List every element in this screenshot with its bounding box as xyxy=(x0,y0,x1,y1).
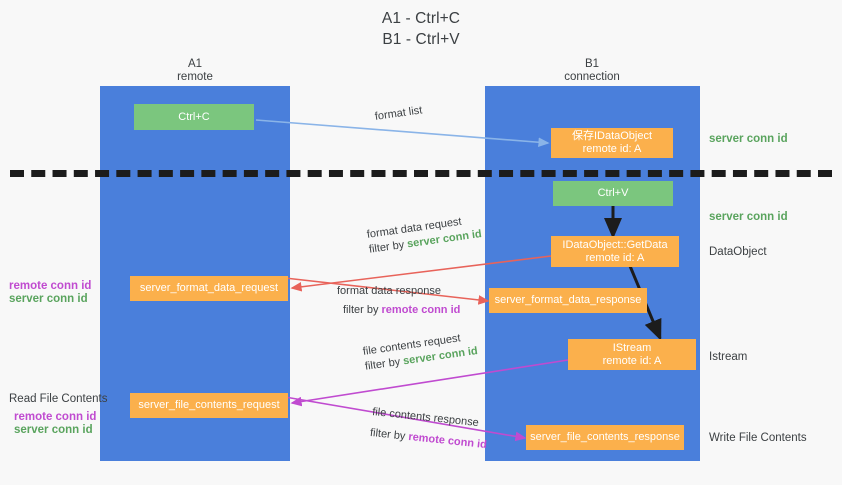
box-server-format-data-response[interactable]: server_format_data_response xyxy=(489,288,647,313)
box-ctrl-c[interactable]: Ctrl+C xyxy=(134,104,254,130)
box-istream-label: IStream xyxy=(612,341,652,354)
edge-label-file-contents-request: file contents request filter by server c… xyxy=(362,329,479,375)
label-server-conn-id-top: server conn id xyxy=(709,133,788,145)
label-read-file-contents: Read File Contents xyxy=(9,393,108,405)
label-dataobject: DataObject xyxy=(709,246,767,258)
column-a1-name: A1 xyxy=(187,58,203,70)
box-server-format-data-request-label: server_format_data_request xyxy=(139,282,279,294)
box-idataobject-getdata-sub: remote id: A xyxy=(585,251,645,264)
label-server-conn-id-upper: server conn id xyxy=(9,293,88,305)
page-title: A1 - Ctrl+C B1 - Ctrl+V xyxy=(0,8,842,50)
box-server-file-contents-response[interactable]: server_file_contents_response xyxy=(526,425,684,450)
title-line-1: A1 - Ctrl+C xyxy=(381,10,461,27)
edge-fdresp-line2-pre: filter by xyxy=(343,304,382,316)
box-server-file-contents-request-label: server_file_contents_request xyxy=(138,399,280,411)
box-idataobject-getdata-label: IDataObject::GetData xyxy=(562,238,668,251)
label-server-conn-id-lower: server conn id xyxy=(14,424,93,436)
box-idataobject-getdata[interactable]: IDataObject::GetData remote id: A xyxy=(551,236,679,267)
edge-fdresp-line2-highlight: remote conn id xyxy=(381,304,461,316)
edge-label-format-data-response: format data response filter by remote co… xyxy=(337,284,460,318)
box-server-file-contents-request[interactable]: server_file_contents_request xyxy=(130,393,288,418)
title-line-2: B1 - Ctrl+V xyxy=(382,31,460,48)
column-b1-subtitle: connection xyxy=(564,71,620,83)
edge-format-list-text: format list xyxy=(374,104,424,123)
column-a1-subtitle: remote xyxy=(177,71,213,83)
box-save-idataobject-label: 保存IDataObject xyxy=(571,130,653,142)
box-save-idataobject[interactable]: 保存IDataObject remote id: A xyxy=(551,128,673,158)
box-save-idataobject-sub: remote id: A xyxy=(582,143,642,155)
label-write-file-contents: Write File Contents xyxy=(709,432,807,444)
box-server-format-data-request[interactable]: server_format_data_request xyxy=(130,276,288,301)
box-server-format-data-response-label: server_format_data_response xyxy=(494,294,642,306)
box-ctrl-v-label: Ctrl+V xyxy=(597,187,629,199)
label-remote-conn-id-lower: remote conn id xyxy=(14,411,97,423)
edge-label-file-contents-response: file contents response filter by remote … xyxy=(369,405,489,453)
edge-fcresp-line2-highlight: remote conn id xyxy=(407,430,488,452)
edge-fdreq-line2-pre: filter by xyxy=(368,238,409,256)
column-header-b1: B1 connection xyxy=(532,58,652,84)
label-istream: Istream xyxy=(709,351,748,363)
box-istream[interactable]: IStream remote id: A xyxy=(568,339,696,370)
edge-fcresp-line2-pre: filter by xyxy=(369,426,410,443)
column-b1-name: B1 xyxy=(584,58,600,70)
column-header-a1: A1 remote xyxy=(135,58,255,84)
box-server-file-contents-response-label: server_file_contents_response xyxy=(530,431,680,443)
box-istream-sub: remote id: A xyxy=(602,354,662,367)
label-remote-conn-id-upper: remote conn id xyxy=(9,280,92,292)
box-ctrl-c-label: Ctrl+C xyxy=(178,110,210,123)
dashed-separator xyxy=(10,170,832,177)
box-ctrl-v[interactable]: Ctrl+V xyxy=(553,181,673,206)
label-server-conn-id-mid: server conn id xyxy=(709,211,788,223)
edge-label-format-list: format list xyxy=(374,103,423,124)
edge-label-format-data-request: format data request filter by server con… xyxy=(366,212,483,258)
edge-fdresp-line1: format data response xyxy=(337,285,441,297)
edge-fcreq-line2-pre: filter by xyxy=(364,355,405,373)
